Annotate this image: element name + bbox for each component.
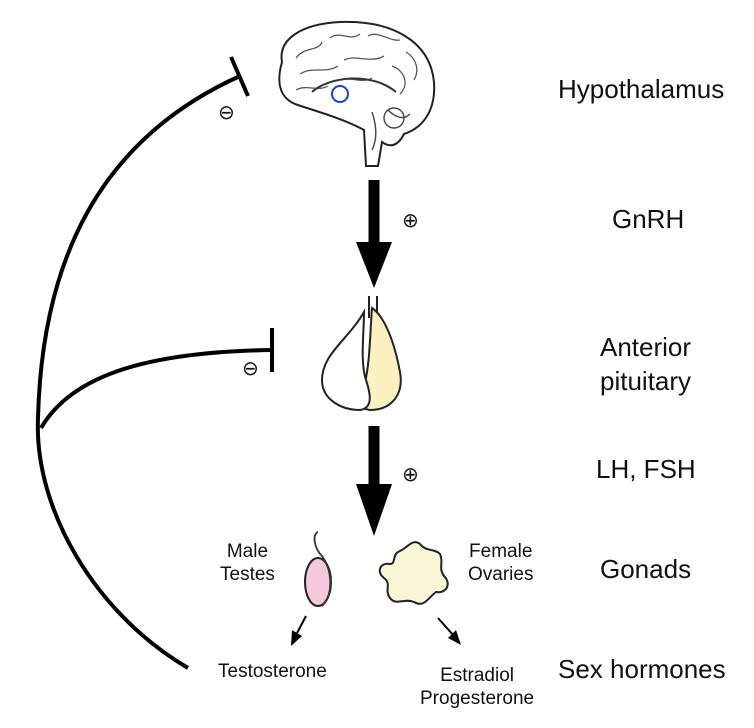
stimulation-arrow-gnrh <box>356 180 392 288</box>
label-gonads: Gonads <box>600 554 692 584</box>
estradiol-arrow <box>437 617 461 645</box>
label-sex-hormones: Sex hormones <box>558 654 726 684</box>
brain-gyri <box>295 33 418 95</box>
hypothalamus-marker <box>331 85 349 103</box>
label-hypothalamus: Hypothalamus <box>558 74 725 104</box>
label-testes: Testes <box>220 564 275 585</box>
stimulation-arrow-lh-fsh <box>356 426 392 536</box>
label-female: Female <box>469 541 533 562</box>
brainstem <box>371 109 411 151</box>
feedback-bar-hypothalamus <box>229 56 250 97</box>
stimulation-sign-lh-fsh: ⊕ <box>402 464 419 486</box>
label-estradiol-progesterone: Estradiol Progesterone <box>420 664 534 710</box>
label-progesterone: Progesterone <box>420 688 535 709</box>
label-testosterone: Testosterone <box>218 661 327 682</box>
pituitary-gland <box>320 296 402 412</box>
posterior-pituitary <box>358 306 402 412</box>
inhibition-sign-hypothalamus: ⊖ <box>218 102 235 124</box>
label-anterior: Anterior <box>600 332 692 362</box>
label-lh-fsh: LH, FSH <box>596 454 696 484</box>
label-male-testes: Male Testes <box>220 540 275 586</box>
label-male: Male <box>226 541 269 562</box>
epididymis <box>313 531 332 607</box>
inhibition-sign-pituitary: ⊖ <box>242 358 259 380</box>
label-gnrh: GnRH <box>612 204 685 234</box>
label-pituitary: pituitary <box>600 366 692 396</box>
negative-feedback-lines <box>35 56 274 670</box>
brain-outline <box>278 20 436 167</box>
feedback-to-pituitary <box>39 348 273 430</box>
testosterone-arrow <box>291 615 307 646</box>
label-ovaries: Ovaries <box>468 564 534 585</box>
label-anterior-pituitary: Anterior pituitary <box>600 330 691 398</box>
feedback-to-hypothalamus <box>35 74 241 670</box>
corpus-callosum <box>311 77 397 93</box>
label-female-ovaries: Female Ovaries <box>468 540 533 586</box>
ovary-illustration <box>378 541 449 605</box>
testis-illustration <box>304 531 332 607</box>
anterior-pituitary-lobe <box>320 308 371 412</box>
cerebellum <box>383 107 405 129</box>
label-estradiol: Estradiol <box>440 665 514 686</box>
stimulation-sign-gnrh: ⊕ <box>402 210 419 232</box>
brain-illustration <box>278 20 436 167</box>
